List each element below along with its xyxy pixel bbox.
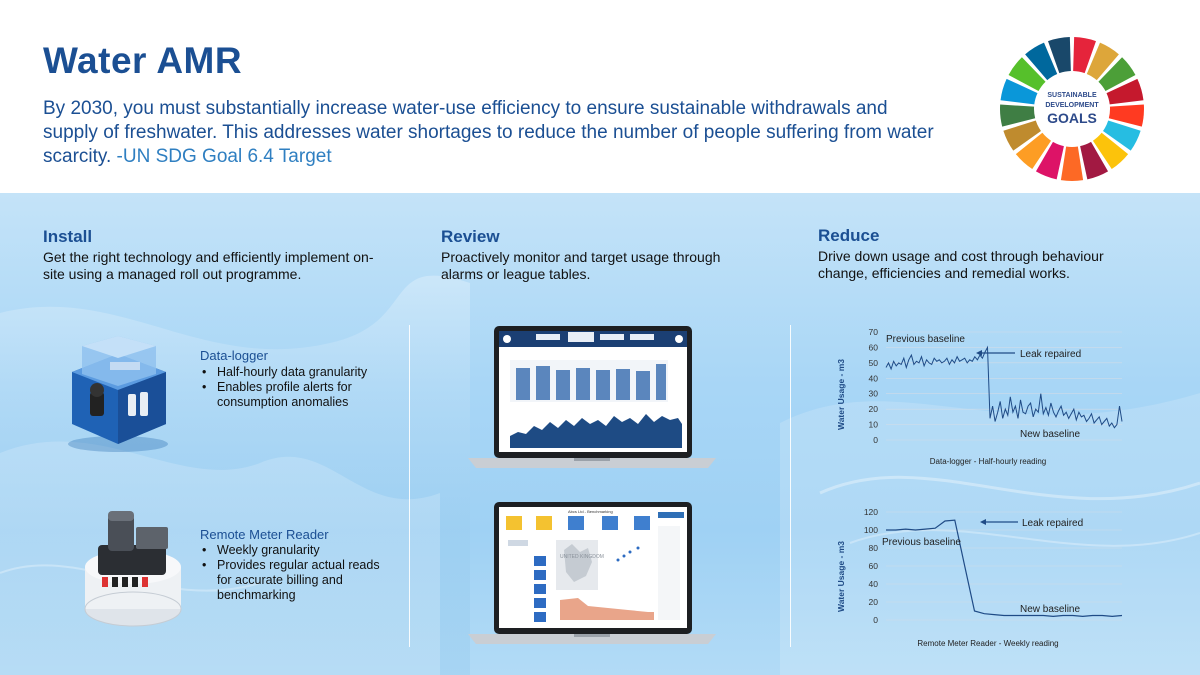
data-logger-device-icon xyxy=(68,336,168,452)
sdg-logo-line1: SUSTAINABLE xyxy=(1047,92,1097,99)
sdg-segment xyxy=(1025,42,1058,81)
remote-reader-chart-title: Remote Meter Reader - Weekly reading xyxy=(917,639,1058,648)
datalogger-annotation-new: New baseline xyxy=(1020,429,1080,440)
data-logger-title: Data-logger xyxy=(200,348,268,363)
sdg-logo-icon: SUSTAINABLE DEVELOPMENT GOALS xyxy=(1000,37,1144,181)
datalogger-chart-title: Data-logger - Half-hourly reading xyxy=(930,457,1047,466)
y-tick-label: 60 xyxy=(869,561,879,571)
list-item: Enables profile alerts for consumption a… xyxy=(200,380,390,410)
review-desc: Proactively monitor and target usage thr… xyxy=(441,249,721,282)
y-tick-label: 0 xyxy=(873,435,878,445)
y-tick-label: 100 xyxy=(864,525,878,535)
remote-reader-usage-chart: 0 20 40 60 80 100 120 Water Usage - m3 Leak re… xyxy=(836,507,1123,648)
sdg-quote: By 2030, you must substantially increase… xyxy=(43,97,943,169)
datalogger-series-line xyxy=(885,345,1123,429)
sdg-segment xyxy=(1000,78,1038,105)
list-item: Half-hourly data granularity xyxy=(200,365,390,380)
sdg-segment xyxy=(1106,78,1144,105)
remote-meter-bullets: Weekly granularity Provides regular actu… xyxy=(200,543,390,603)
install-title: Install xyxy=(43,227,93,246)
sdg-segment xyxy=(1060,146,1084,181)
remote-reader-series-line xyxy=(886,519,1123,618)
reduce-desc: Drive down usage and cost through behavi… xyxy=(818,248,1104,281)
divider-right xyxy=(790,325,791,647)
y-tick-label: 10 xyxy=(869,420,879,430)
y-tick-label: 40 xyxy=(869,373,879,383)
y-tick-label: 30 xyxy=(869,389,879,399)
y-tick-label: 70 xyxy=(869,327,879,337)
dashboard-laptop-icon xyxy=(468,326,716,468)
remote-reader-annotation-previous: Previous baseline xyxy=(882,537,961,548)
sdg-segment xyxy=(1003,120,1042,151)
remote-reader-annotation-leak: Leak repaired xyxy=(1022,518,1083,529)
data-logger-bullets: Half-hourly data granularity Enables pro… xyxy=(200,365,390,410)
sdg-segment xyxy=(1086,42,1119,81)
benchmark-screen-title: Abcs Ltd - Benchmarking xyxy=(568,509,613,514)
remote-reader-ylabel: Water Usage - m3 xyxy=(836,541,846,612)
remote-meter-title: Remote Meter Reader xyxy=(200,527,329,542)
datalogger-annotation-leak: Leak repaired xyxy=(1020,349,1081,360)
list-item: Provides regular actual reads for accura… xyxy=(200,558,390,603)
sdg-segment xyxy=(1015,132,1052,170)
sdg-segment xyxy=(1008,57,1046,92)
sdg-segment xyxy=(1102,120,1141,151)
benchmark-map-label: UNITED KINGDOM xyxy=(560,554,604,560)
y-tick-label: 40 xyxy=(869,579,879,589)
benchmarking-laptop-icon: Abcs Ltd - Benchmarking UNITED KINGDOM xyxy=(468,502,716,644)
datalogger-ylabel: Water Usage - m3 xyxy=(836,359,846,430)
datalogger-arrowhead-icon xyxy=(976,350,982,356)
quote-text: By 2030, you must substantially increase… xyxy=(43,98,934,167)
datalogger-usage-chart: 0 10 20 30 40 50 60 70 Water Usage - m3 Previou… xyxy=(836,327,1123,466)
y-tick-label: 20 xyxy=(869,404,879,414)
y-tick-label: 50 xyxy=(869,358,879,368)
quote-source: -UN SDG Goal 6.4 Target xyxy=(116,146,332,167)
sdg-segment xyxy=(1035,141,1064,180)
datalogger-annotation-previous: Previous baseline xyxy=(886,334,965,345)
page-title: Water AMR xyxy=(43,40,243,81)
y-tick-label: 80 xyxy=(869,543,879,553)
sdg-segment xyxy=(1073,37,1096,74)
sdg-segment xyxy=(1092,132,1129,170)
sdg-segment xyxy=(1108,104,1144,127)
y-tick-label: 20 xyxy=(869,597,879,607)
sdg-segment xyxy=(1098,57,1136,92)
sdg-segment xyxy=(1000,104,1036,127)
sdg-segment xyxy=(1080,141,1109,180)
y-tick-label: 60 xyxy=(869,342,879,352)
header-section: Water AMR By 2030, you must substantiall… xyxy=(0,0,1200,193)
y-tick-label: 120 xyxy=(864,507,878,517)
reduce-title: Reduce xyxy=(818,226,880,245)
remote-meter-reader-icon xyxy=(84,511,182,627)
remote-reader-arrowhead-icon xyxy=(980,519,986,525)
remote-reader-annotation-new: New baseline xyxy=(1020,604,1080,615)
list-item: Weekly granularity xyxy=(200,543,390,558)
install-desc: Get the right technology and efficiently… xyxy=(43,249,374,282)
sdg-logo-line2: DEVELOPMENT xyxy=(1045,102,1099,109)
sdg-segment xyxy=(1048,37,1071,74)
divider-left xyxy=(409,325,410,647)
sdg-logo-line3: GOALS xyxy=(1047,110,1097,126)
y-tick-label: 0 xyxy=(873,615,878,625)
review-title: Review xyxy=(441,227,500,246)
